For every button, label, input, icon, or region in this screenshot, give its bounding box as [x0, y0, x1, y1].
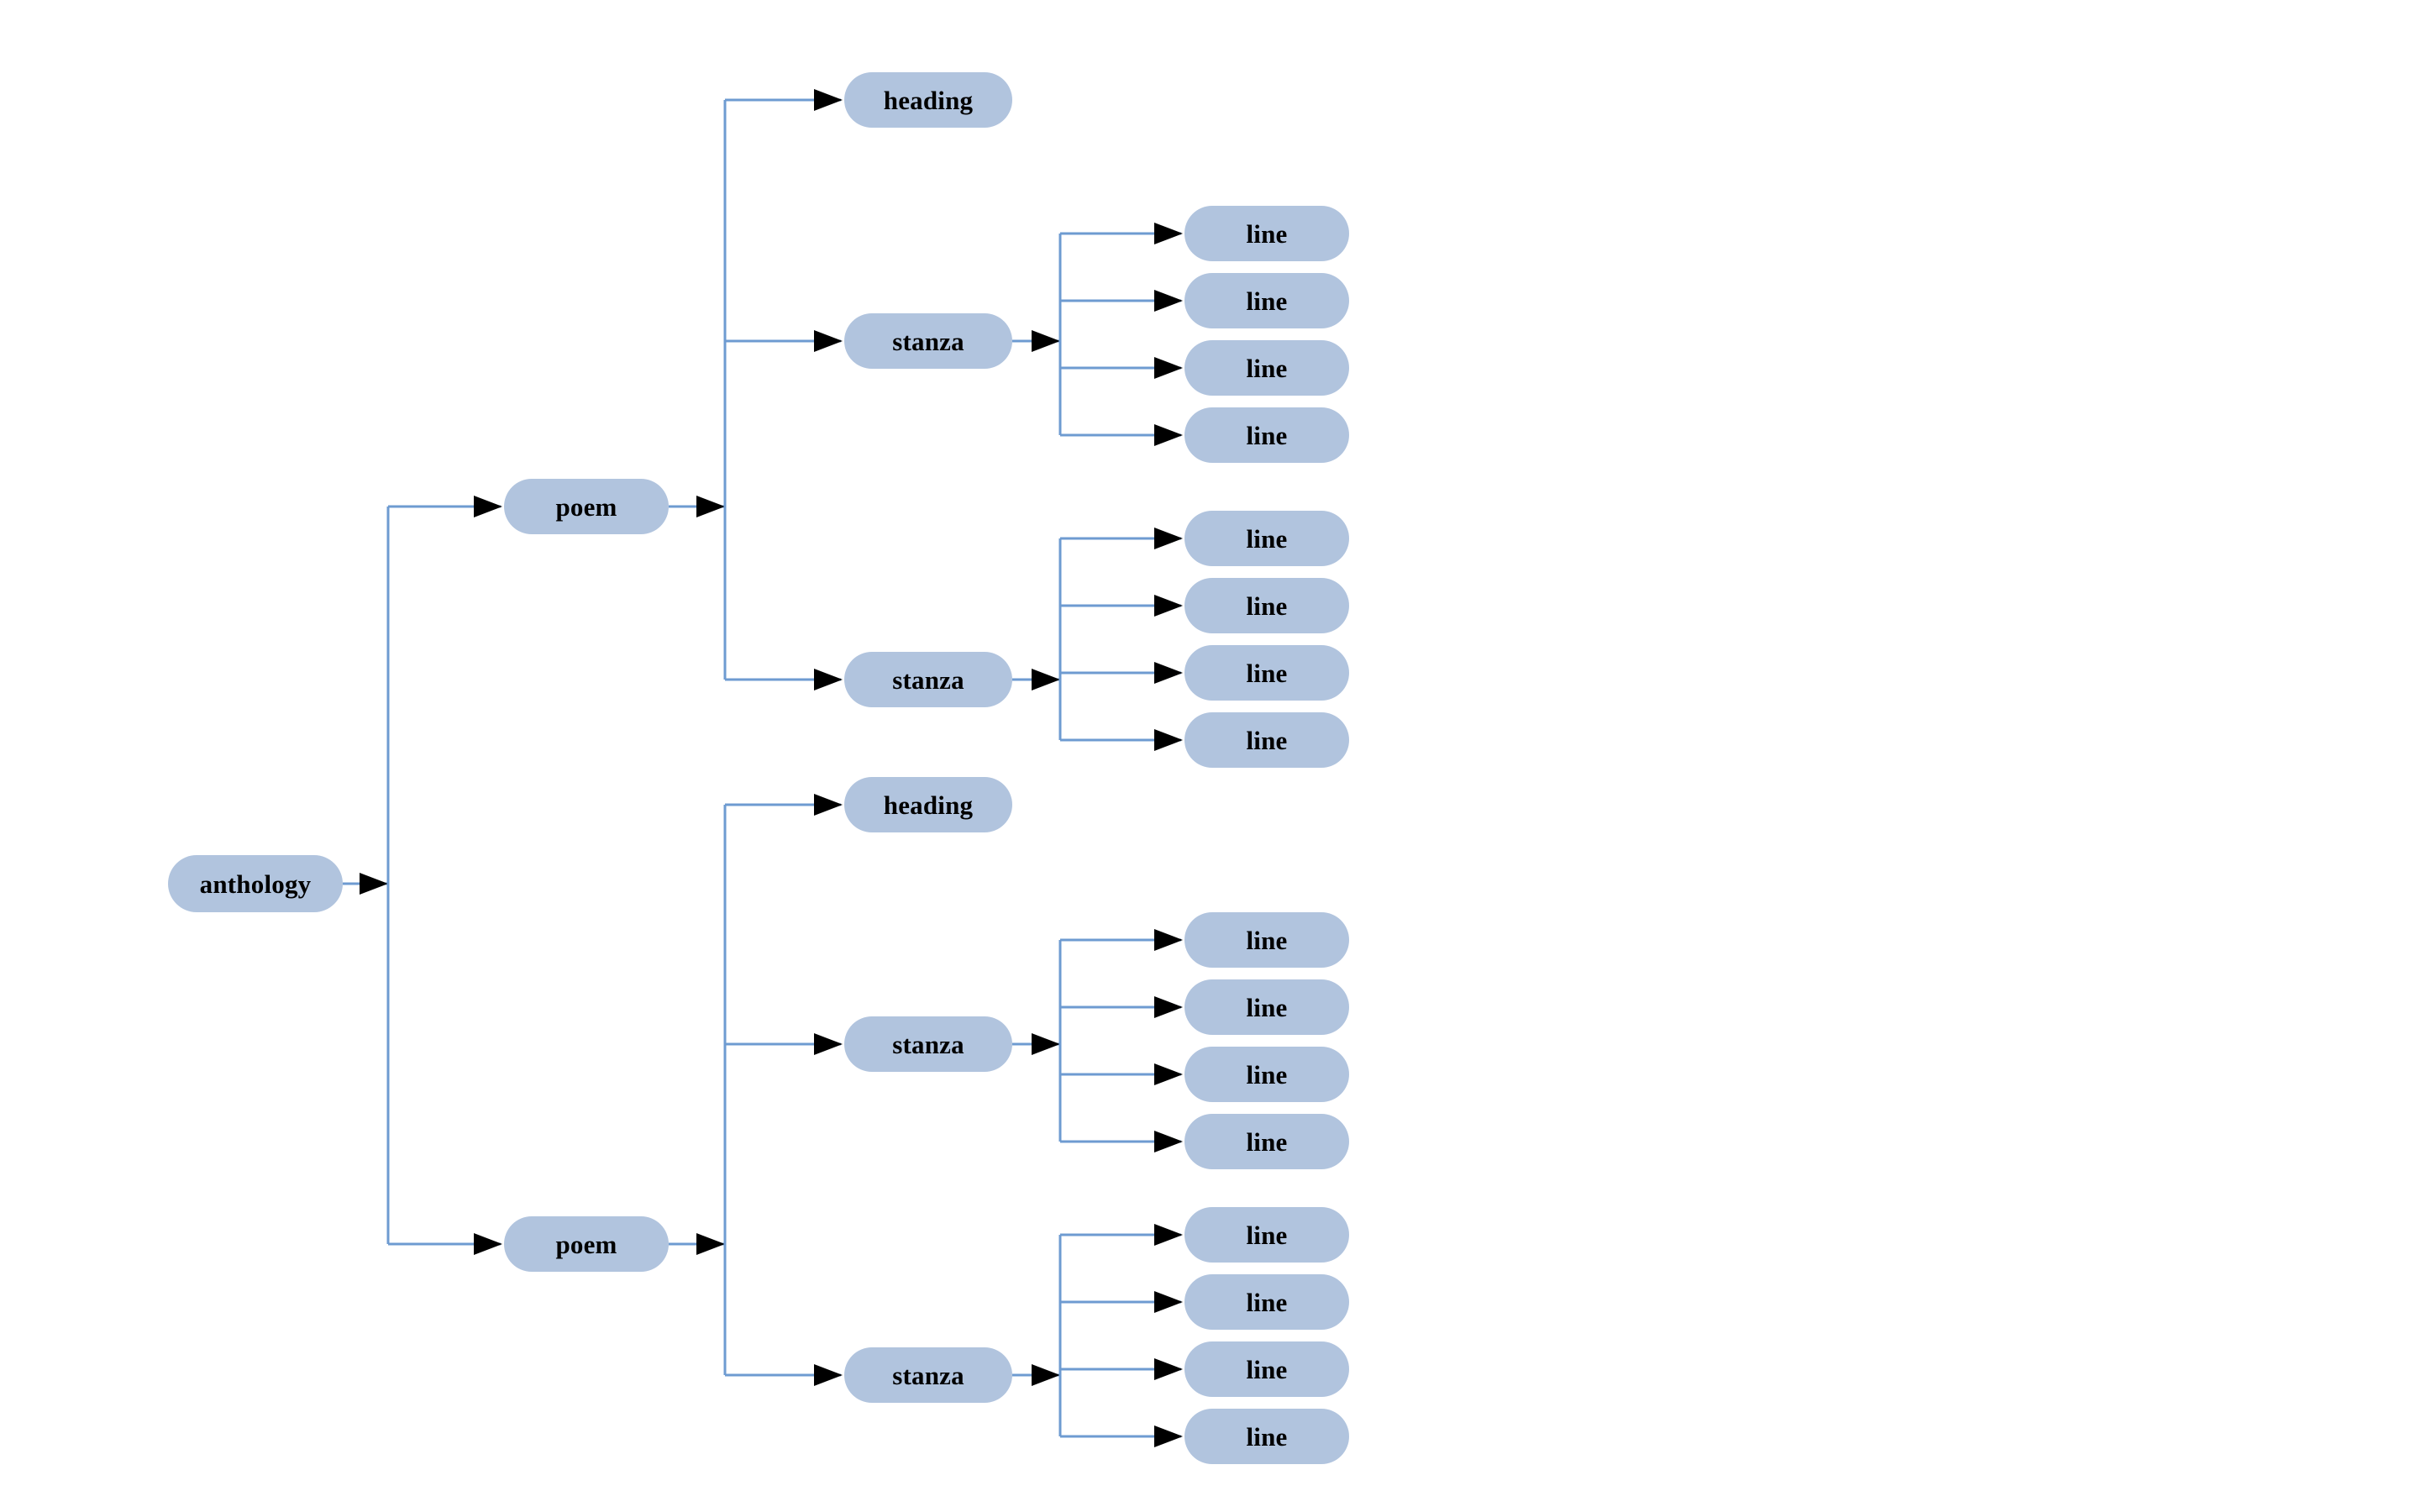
tree-node-p1s1-line1[interactable]: line: [1184, 206, 1349, 261]
arrowhead-to-p2s1-line3: [1154, 1063, 1183, 1085]
arrowhead-to-p2s2-line1: [1154, 1224, 1183, 1246]
arrowhead-to-p2s1-line4: [1154, 1131, 1183, 1152]
tree-node-label: stanza: [892, 326, 964, 356]
tree-node-p1s1-line4[interactable]: line: [1184, 407, 1349, 463]
tree-node-label: line: [1246, 1287, 1288, 1317]
arrowhead-to-p2s2-line3: [1154, 1358, 1183, 1380]
tree-node-label: line: [1246, 925, 1288, 955]
arrowhead-to-p1s1-line3: [1154, 357, 1183, 379]
arrowhead-to-p2s2-line4: [1154, 1425, 1183, 1447]
tree-node-poem2-heading[interactable]: heading: [844, 777, 1012, 832]
tree-node-poem1[interactable]: poem: [504, 479, 669, 534]
arrowhead-to-p1s1-line1: [1154, 223, 1183, 244]
tree-node-label: poem: [555, 1229, 617, 1259]
tree-node-poem2-stanza1[interactable]: stanza: [844, 1016, 1012, 1072]
arrowhead-to-p1s2-line2: [1154, 595, 1183, 617]
tree-node-label: heading: [883, 85, 974, 115]
arrowhead-poem2-stanza2-to-spine: [1032, 1364, 1060, 1386]
tree-node-p1s1-line2[interactable]: line: [1184, 273, 1349, 328]
tree-node-label: line: [1246, 420, 1288, 450]
tree-node-label: stanza: [892, 664, 964, 695]
tree-node-label: line: [1246, 1126, 1288, 1157]
arrowhead-to-poem1-stanza2: [814, 669, 843, 690]
tree-node-label: line: [1246, 218, 1288, 249]
tree-node-poem1-heading[interactable]: heading: [844, 72, 1012, 128]
arrowhead-poem1-stanza1-to-spine: [1032, 330, 1060, 352]
arrowhead-to-poem2-stanza1: [814, 1033, 843, 1055]
arrowhead-poem1-to-spine: [696, 496, 725, 517]
arrowhead-poem2-stanza1-to-spine: [1032, 1033, 1060, 1055]
tree-node-p1s1-line3[interactable]: line: [1184, 340, 1349, 396]
arrowhead-to-p1s2-line3: [1154, 662, 1183, 684]
tree-node-label: poem: [555, 491, 617, 522]
arrowhead-to-poem2-heading: [814, 794, 843, 816]
tree-node-label: line: [1246, 286, 1288, 316]
arrowhead-to-p1s1-line4: [1154, 424, 1183, 446]
tree-node-label: line: [1246, 658, 1288, 688]
tree-node-label: line: [1246, 1354, 1288, 1384]
tree-node-p1s2-line1[interactable]: line: [1184, 511, 1349, 566]
arrowhead-to-poem2-stanza2: [814, 1364, 843, 1386]
tree-node-label: line: [1246, 591, 1288, 621]
tree-node-p1s2-line3[interactable]: line: [1184, 645, 1349, 701]
arrowhead-to-poem1: [474, 496, 502, 517]
tree-node-label: line: [1246, 1421, 1288, 1452]
arrowhead-to-poem1-heading: [814, 89, 843, 111]
arrowhead-poem2-to-spine: [696, 1233, 725, 1255]
tree-node-p2s2-line2[interactable]: line: [1184, 1274, 1349, 1330]
tree-node-label: line: [1246, 1220, 1288, 1250]
arrowhead-to-p2s1-line2: [1154, 996, 1183, 1018]
tree-node-p2s2-line1[interactable]: line: [1184, 1207, 1349, 1263]
tree-node-p2s1-line3[interactable]: line: [1184, 1047, 1349, 1102]
tree-node-label: stanza: [892, 1360, 964, 1390]
arrowhead-to-p1s2-line4: [1154, 729, 1183, 751]
arrowhead-to-p2s2-line2: [1154, 1291, 1183, 1313]
arrowhead-to-poem1-stanza1: [814, 330, 843, 352]
tree-node-p2s1-line4[interactable]: line: [1184, 1114, 1349, 1169]
tree-node-poem2[interactable]: poem: [504, 1216, 669, 1272]
arrowhead-to-p1s1-line2: [1154, 290, 1183, 312]
tree-node-p1s2-line2[interactable]: line: [1184, 578, 1349, 633]
arrowhead-to-p1s2-line1: [1154, 528, 1183, 549]
arrowhead-anthology-to-spine: [360, 873, 388, 895]
tree-node-p2s2-line3[interactable]: line: [1184, 1341, 1349, 1397]
tree-node-poem1-stanza1[interactable]: stanza: [844, 313, 1012, 369]
tree-node-label: stanza: [892, 1029, 964, 1059]
tree-node-poem2-stanza2[interactable]: stanza: [844, 1347, 1012, 1403]
tree-node-poem1-stanza2[interactable]: stanza: [844, 652, 1012, 707]
tree-node-p2s2-line4[interactable]: line: [1184, 1409, 1349, 1464]
arrowhead-to-poem2: [474, 1233, 502, 1255]
tree-node-label: line: [1246, 1059, 1288, 1089]
tree-node-label: line: [1246, 992, 1288, 1022]
tree-node-label: heading: [883, 790, 974, 820]
tree-node-p1s2-line4[interactable]: line: [1184, 712, 1349, 768]
tree-node-label: anthology: [199, 869, 312, 899]
arrowhead-to-p2s1-line1: [1154, 929, 1183, 951]
tree-node-label: line: [1246, 725, 1288, 755]
arrowhead-poem1-stanza2-to-spine: [1032, 669, 1060, 690]
tree-node-label: line: [1246, 353, 1288, 383]
tree-node-anthology[interactable]: anthology: [168, 855, 343, 912]
tree-node-p2s1-line1[interactable]: line: [1184, 912, 1349, 968]
tree-node-label: line: [1246, 523, 1288, 554]
tree-node-p2s1-line2[interactable]: line: [1184, 979, 1349, 1035]
